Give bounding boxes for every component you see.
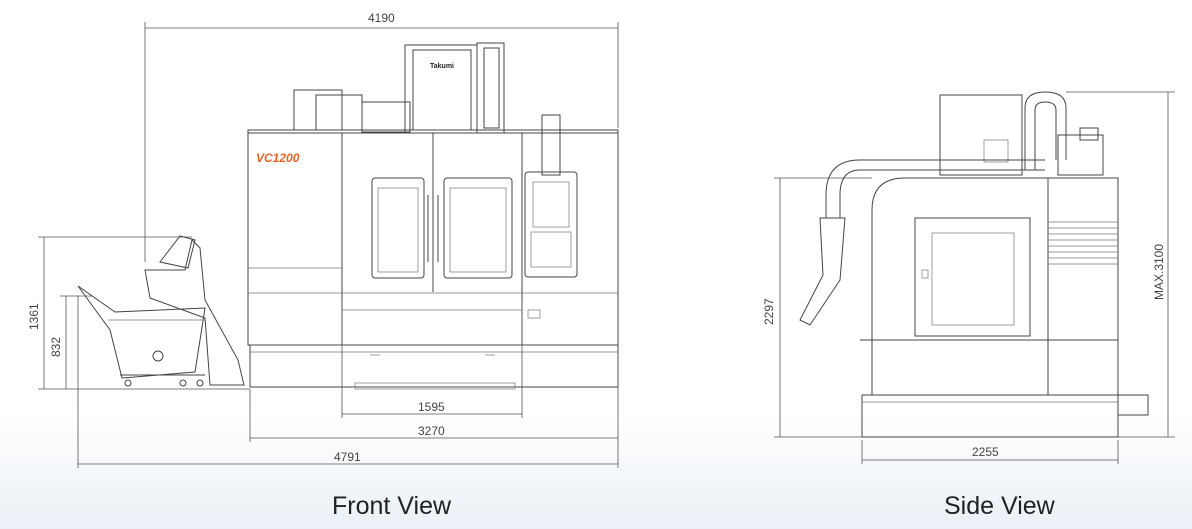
front-view-caption: Front View	[332, 492, 452, 520]
dim-front-width-top: 4190	[368, 11, 395, 25]
dim-front-height-total: 1361	[27, 303, 41, 330]
side-view-drawing	[799, 91, 1149, 438]
side-dimensions: 2297 MAX.3100 2255	[762, 91, 1175, 464]
dim-front-door-span: 1595	[418, 400, 445, 414]
dim-side-depth: 2255	[972, 445, 999, 459]
vent-slats	[1048, 221, 1118, 265]
dim-front-height-conveyor: 832	[49, 337, 63, 357]
front-view-drawing: Takumi VC1200	[77, 42, 619, 390]
brand-label: Takumi	[430, 63, 454, 70]
dim-front-overall-width: 4791	[334, 450, 361, 464]
dim-front-base-width: 3270	[418, 424, 445, 438]
side-view-caption: Side View	[944, 492, 1055, 520]
dim-side-max-height: MAX.3100	[1152, 244, 1166, 300]
dim-side-height: 2297	[762, 298, 776, 325]
front-dimensions: 4190 1361 832 1595 3270 4791	[27, 11, 619, 468]
model-label: VC1200	[256, 151, 300, 165]
